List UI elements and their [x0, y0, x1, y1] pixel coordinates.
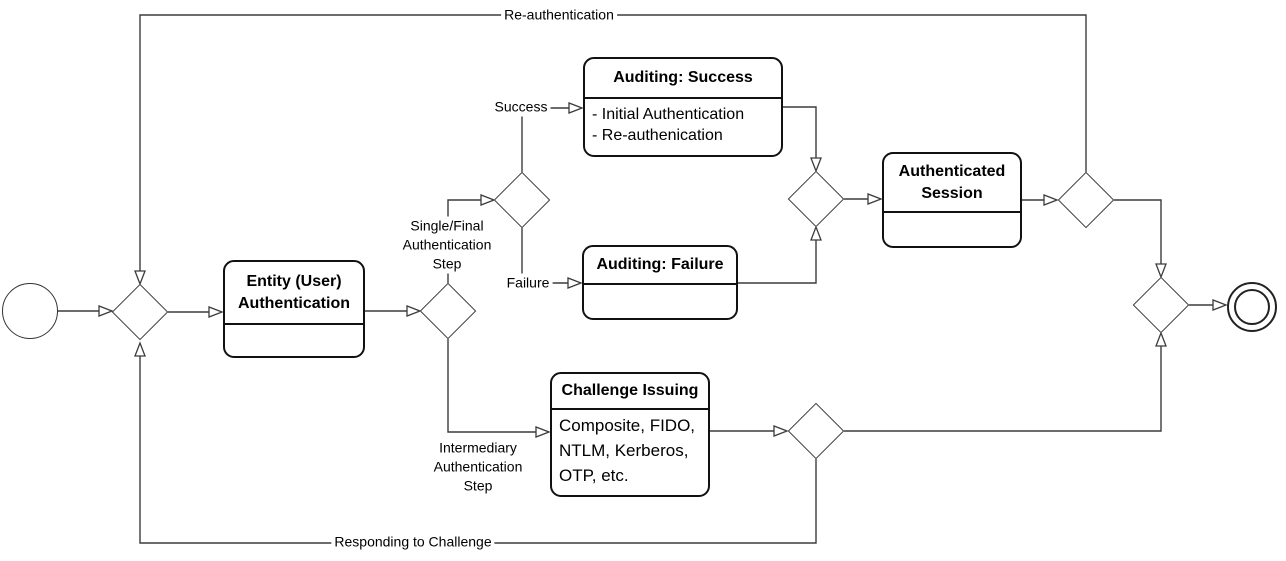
edge-entity-to-gateway2 — [365, 305, 422, 317]
label-intermediary-step: Intermediary Authentication Step — [430, 438, 526, 496]
end-event — [1227, 282, 1277, 332]
edge-gateway7-to-gateway6 — [844, 331, 1167, 432]
label-responding-to-challenge: Responding to Challenge — [331, 532, 495, 552]
label-reauthentication: Re-authentication — [501, 5, 617, 25]
edge-gateway5-to-gateway6 — [1114, 199, 1167, 279]
edge-failure-to-merge — [738, 225, 822, 284]
edge-merge-to-session — [844, 193, 883, 205]
task-body: - Initial Authentication - Re-authenicat… — [592, 106, 745, 144]
task-title: Auditing: Failure — [584, 247, 736, 285]
task-auditing-success: Auditing: Success - Initial Authenticati… — [583, 57, 783, 157]
edge-session-to-gateway5 — [1022, 194, 1059, 206]
label-failure: Failure — [503, 273, 553, 293]
task-entity-authentication: Entity (User) Authentication — [223, 260, 365, 358]
task-title: Auditing: Success — [585, 59, 781, 99]
task-body: Composite, FIDO, NTLM, Kerberos, OTP, et… — [559, 416, 696, 485]
edge-intermediary-step — [447, 339, 551, 438]
task-body — [884, 213, 1020, 246]
task-challenge-issuing: Challenge Issuing Composite, FIDO, NTLM,… — [550, 372, 710, 497]
task-title: Authenticated Session — [884, 154, 1020, 213]
task-auditing-failure: Auditing: Failure — [582, 245, 738, 320]
label-success: Success — [491, 97, 551, 117]
task-title: Challenge Issuing — [552, 374, 708, 410]
edge-start-to-gateway1 — [58, 305, 114, 317]
label-single-final-step: Single/Final Authentication Step — [399, 216, 495, 274]
edge-success-to-merge — [783, 106, 822, 173]
edge-gateway6-to-end — [1189, 299, 1228, 311]
start-event — [2, 283, 58, 339]
end-event-inner-ring — [1234, 289, 1270, 325]
task-authenticated-session: Authenticated Session — [882, 152, 1022, 248]
edge-gateway1-to-entity — [168, 306, 224, 318]
edge-challenge-to-gateway7 — [710, 425, 789, 437]
task-body — [225, 325, 363, 356]
task-title: Entity (User) Authentication — [225, 262, 363, 325]
task-body — [584, 285, 736, 318]
